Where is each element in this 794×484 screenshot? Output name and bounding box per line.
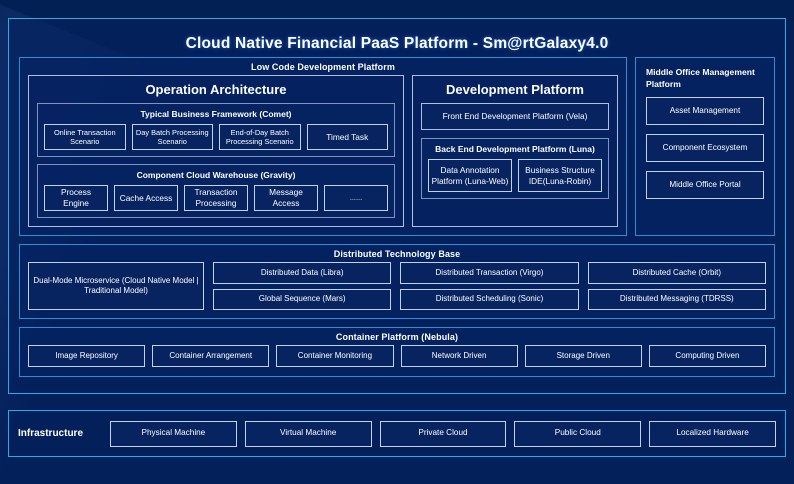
box-container-arrangement[interactable]: Container Arrangement <box>152 345 270 367</box>
box-message-access[interactable]: Message Access <box>254 185 318 211</box>
group-component-cloud-warehouse: Component Cloud Warehouse (Gravity) Proc… <box>37 164 395 218</box>
box-distributed-scheduling[interactable]: Distributed Scheduling (Sonic) <box>400 288 579 310</box>
box-storage-driven[interactable]: Storage Driven <box>524 345 642 367</box>
box-computing-driven[interactable]: Computing Driven <box>648 345 767 367</box>
box-image-repository[interactable]: Image Repository <box>28 345 146 367</box>
group-back-end-development-platform: Back End Development Platform (Luna) Dat… <box>421 138 609 199</box>
dtb-column-3: Distributed Cache (Orbit) Distributed Me… <box>587 262 766 310</box>
dtb-column-1: Distributed Data (Libra) Global Sequence… <box>213 262 392 310</box>
component-cloud-warehouse-title: Component Cloud Warehouse (Gravity) <box>136 170 296 180</box>
typical-business-framework-items: Online Transaction Scenario Day Batch Pr… <box>44 124 388 150</box>
box-distributed-data[interactable]: Distributed Data (Libra) <box>213 262 392 284</box>
box-localized-hardware[interactable]: Localized Hardware <box>649 420 776 447</box>
component-cloud-warehouse-items: Process Engine Cache Access Transaction … <box>44 185 388 211</box>
operation-architecture-body: Typical Business Framework (Comet) Onlin… <box>29 103 403 226</box>
container-platform-title: Container Platform (Nebula) <box>335 332 459 342</box>
typical-business-framework-title: Typical Business Framework (Comet) <box>140 109 292 119</box>
panel-distributed-technology-base: Distributed Technology Base Dual-Mode Mi… <box>19 244 775 319</box>
box-end-of-day-batch-processing-scenario[interactable]: End-of-Day Batch Processing Scenario <box>219 124 301 150</box>
box-dual-mode-microservice[interactable]: Dual-Mode Microservice (Cloud Native Mod… <box>28 262 204 310</box>
box-distributed-messaging[interactable]: Distributed Messaging (TDRSS) <box>587 288 766 310</box>
group-typical-business-framework: Typical Business Framework (Comet) Onlin… <box>37 103 395 157</box>
panel-middle-office-management-platform: Middle Office Management Platform Asset … <box>635 57 775 236</box>
subpanel-operation-architecture: Operation Architecture Typical Business … <box>28 75 404 227</box>
infrastructure-label: Infrastructure <box>18 428 84 439</box>
box-transaction-processing[interactable]: Transaction Processing <box>184 185 248 211</box>
box-cache-access[interactable]: Cache Access <box>114 185 178 211</box>
background-top-band <box>0 0 794 22</box>
panel-low-code-development-platform: Low Code Development Platform Operation … <box>19 57 627 236</box>
distributed-technology-base-body: Dual-Mode Microservice (Cloud Native Mod… <box>20 262 774 318</box>
box-distributed-cache[interactable]: Distributed Cache (Orbit) <box>587 262 766 284</box>
box-physical-machine[interactable]: Physical Machine <box>110 420 237 447</box>
panel-container-platform: Container Platform (Nebula) Image Reposi… <box>19 327 775 377</box>
container-platform-body: Image Repository Container Arrangement C… <box>20 345 774 376</box>
box-process-engine[interactable]: Process Engine <box>44 185 108 211</box>
box-global-sequence[interactable]: Global Sequence (Mars) <box>213 288 392 310</box>
panel-infrastructure: Infrastructure Physical Machine Virtual … <box>8 410 786 457</box>
development-platform-body: Front End Development Platform (Vela) Ba… <box>413 103 617 207</box>
upper-region: Low Code Development Platform Operation … <box>9 57 785 236</box>
low-code-body: Operation Architecture Typical Business … <box>20 75 626 235</box>
middle-office-items: Asset Management Component Ecosystem Mid… <box>636 95 774 209</box>
dtb-column-2: Distributed Transaction (Virgo) Distribu… <box>400 262 579 310</box>
middle-office-title: Middle Office Management Platform <box>646 67 755 90</box>
box-business-structure-ide[interactable]: Business Structure IDE(Luna-Robin) <box>518 159 602 192</box>
box-middle-office-portal[interactable]: Middle Office Portal <box>646 170 764 199</box>
development-platform-title: Development Platform <box>446 82 584 97</box>
platform-frame: Cloud Native Financial PaaS Platform - S… <box>8 18 786 394</box>
box-online-transaction-scenario[interactable]: Online Transaction Scenario <box>44 124 126 150</box>
box-front-end-development-platform[interactable]: Front End Development Platform (Vela) <box>421 103 609 130</box>
box-virtual-machine[interactable]: Virtual Machine <box>244 420 372 447</box>
low-code-title: Low Code Development Platform <box>251 62 395 72</box>
back-end-development-platform-title: Back End Development Platform (Luna) <box>435 144 595 154</box>
box-timed-task[interactable]: Timed Task <box>306 124 388 150</box>
box-more-ellipsis[interactable]: ...... <box>324 185 388 211</box>
box-component-ecosystem[interactable]: Component Ecosystem <box>646 133 764 162</box>
box-container-monitoring[interactable]: Container Monitoring <box>276 345 394 367</box>
box-day-batch-processing-scenario[interactable]: Day Batch Processing Scenario <box>131 124 213 150</box>
operation-architecture-title: Operation Architecture <box>145 82 287 97</box>
box-public-cloud[interactable]: Public Cloud <box>514 420 642 447</box>
page-title: Cloud Native Financial PaaS Platform - S… <box>185 35 609 52</box>
dual-mode-microservice-wrapper: Dual-Mode Microservice (Cloud Native Mod… <box>28 262 204 310</box>
box-distributed-transaction[interactable]: Distributed Transaction (Virgo) <box>400 262 579 284</box>
box-data-annotation-platform[interactable]: Data Annotation Platform (Luna-Web) <box>428 159 512 192</box>
box-asset-management[interactable]: Asset Management <box>646 96 764 125</box>
box-network-driven[interactable]: Network Driven <box>400 345 518 367</box>
back-end-items: Data Annotation Platform (Luna-Web) Busi… <box>428 159 602 192</box>
box-private-cloud[interactable]: Private Cloud <box>379 420 507 447</box>
distributed-technology-base-title: Distributed Technology Base <box>333 249 461 259</box>
subpanel-development-platform: Development Platform Front End Developme… <box>412 75 618 227</box>
